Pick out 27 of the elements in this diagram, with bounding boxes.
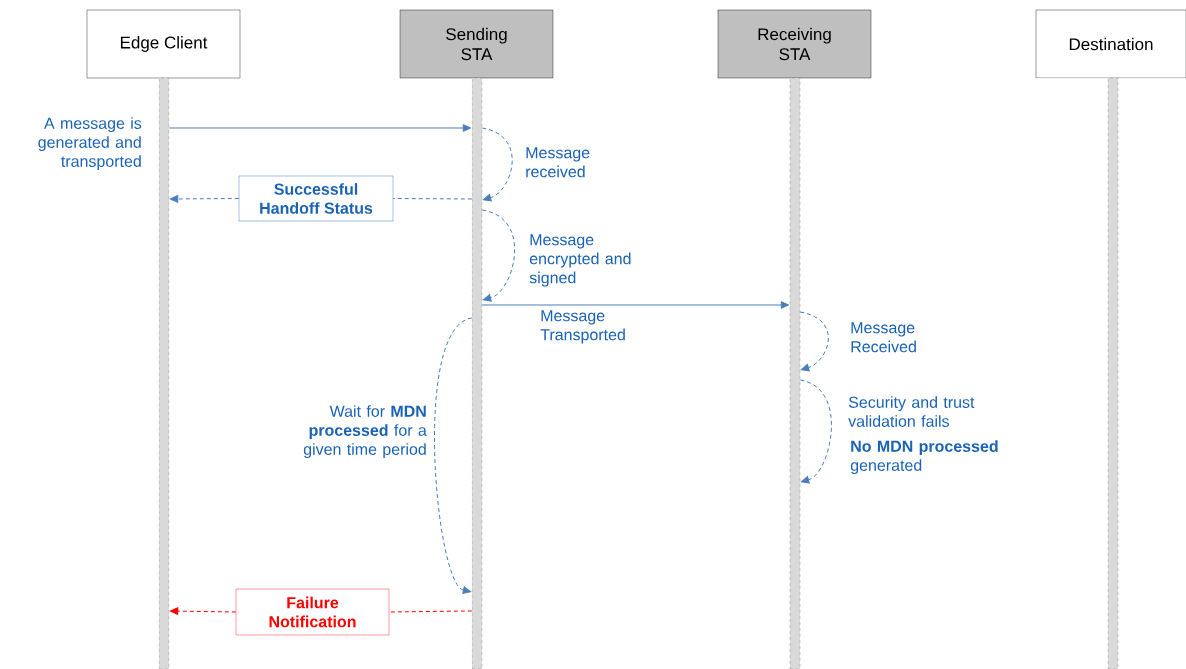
notification-box: Failure Notification (235, 588, 390, 636)
arrow (169, 195, 240, 203)
edge-label: Message received (526, 147, 590, 178)
lifeline-bar (1107, 77, 1119, 669)
participant-box: Receiving STA (717, 9, 872, 79)
arrow (481, 209, 515, 302)
participant-box: Sending STA (399, 9, 554, 79)
edge-label: Message Received (851, 322, 916, 353)
edge-label: Security and trust validation fails (848, 396, 975, 427)
arrow (799, 311, 829, 372)
status-box: Successful Handoff Status (238, 175, 394, 222)
edge-label: Wait for MDN processed for a given time period (303, 405, 427, 459)
arrow (481, 127, 513, 202)
lifeline-bar (158, 77, 170, 669)
arrow (481, 301, 790, 309)
arrow (799, 379, 832, 484)
participant-box: Edge Client (86, 9, 241, 79)
lifeline-bar (471, 77, 483, 669)
arrow (169, 607, 237, 615)
arrow (434, 317, 473, 594)
participant-box: Destination (1035, 9, 1186, 79)
note-text: No MDN processed generated (850, 440, 998, 475)
arrow (168, 124, 472, 132)
edge-label: Message encrypted and signed (529, 234, 631, 287)
lifeline-bar (789, 77, 801, 669)
edge-label: Message Transported (540, 310, 625, 344)
edge-label: A message is generated and transported (38, 117, 142, 171)
